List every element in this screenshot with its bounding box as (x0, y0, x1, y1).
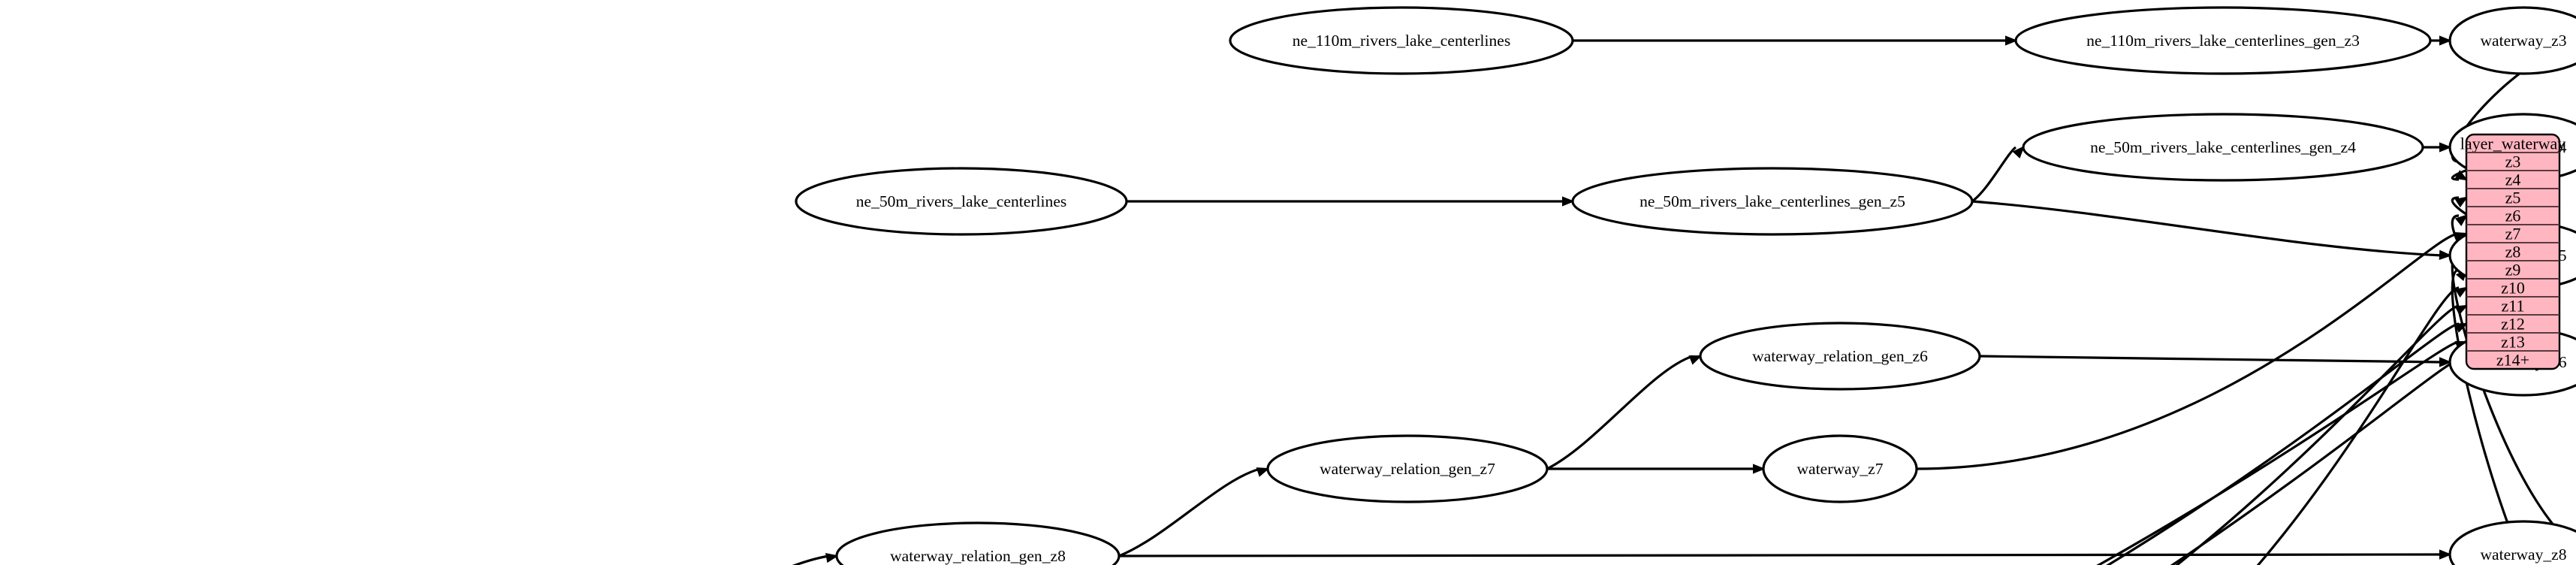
record-table-row-z14+: z14+ (2496, 351, 2529, 370)
record-table-row-z6: z6 (2505, 207, 2521, 225)
graph-node-waterway_relation_gen_z6[interactable]: waterway_relation_gen_z6 (1699, 322, 1981, 391)
edge-arrowhead-icon (2439, 549, 2452, 560)
edge-line (1546, 355, 1694, 470)
graph-edge (1546, 355, 1703, 470)
node-shape (2022, 113, 2424, 182)
graph-node-waterway_z3[interactable]: waterway_z3 (2448, 6, 2576, 75)
record-table-layer-waterway[interactable]: layer_waterwayz3z4z5z6z7z8z9z10z11z12z13… (2460, 133, 2565, 370)
edge-line (1118, 553, 2443, 557)
record-table-background (2465, 133, 2561, 370)
graph-node-ne_50m_rivers_lake_centerlines_gen_z4[interactable]: ne_50m_rivers_lake_centerlines_gen_z4 (2022, 113, 2424, 182)
edge-arrowhead-icon (2439, 142, 2452, 153)
graph-node-ne_50m_rivers_lake_centerlines[interactable]: ne_50m_rivers_lake_centerlines (795, 167, 1128, 236)
graph-edge (792, 553, 839, 565)
graph-edge (2175, 304, 2469, 565)
record-table-row-z13: z13 (2501, 333, 2525, 352)
edge-arrowhead-icon (2439, 35, 2452, 46)
record-table-row-z10: z10 (2501, 279, 2525, 298)
node-label: waterway_relation_gen_z8 (890, 547, 1066, 565)
graph-edge (1127, 196, 1575, 207)
node-shape (1762, 434, 1918, 503)
graph-edge (2256, 286, 2469, 565)
graph-edge (1547, 464, 1766, 474)
node-shape (835, 521, 1121, 565)
node-label: waterway_z3 (2480, 32, 2566, 50)
graph-node-waterway_z7[interactable]: waterway_z7 (1762, 434, 1918, 503)
graph-edge (2423, 142, 2452, 153)
node-shape (1699, 322, 1981, 391)
node-shape (2014, 6, 2432, 75)
node-shape (795, 167, 1128, 236)
edge-arrowhead-icon (2439, 357, 2452, 367)
graph-edge (2106, 322, 2469, 565)
graph-node-ne_110m_rivers_lake_centerlines[interactable]: ne_110m_rivers_lake_centerlines (1229, 6, 1574, 75)
record-table-row-z4: z4 (2505, 171, 2521, 189)
edge-arrowhead-icon (1256, 467, 1270, 477)
nodes-layer: imposm3osm_waterway_relationosm_waterway… (795, 6, 2576, 565)
edge-arrowhead-icon (2005, 35, 2018, 46)
node-label: waterway_z7 (1796, 460, 1883, 478)
graph-edge (1573, 35, 2018, 46)
edge-arrowhead-icon (825, 553, 839, 563)
graph-node-waterway_relation_gen_z8[interactable]: waterway_relation_gen_z8 (835, 521, 1121, 565)
edge-line (792, 554, 830, 565)
edge-line (2256, 286, 2460, 565)
graph-edge (1916, 232, 2469, 470)
edge-arrowhead-icon (2439, 249, 2452, 260)
graph-edge (1979, 355, 2452, 367)
edge-arrowhead-icon (2454, 196, 2469, 208)
graph-node-ne_110m_rivers_lake_centerlines_gen_z3[interactable]: ne_110m_rivers_lake_centerlines_gen_z3 (2014, 6, 2432, 75)
edge-line (1916, 232, 2460, 470)
edge-line (1971, 146, 2017, 203)
graph-edge (2430, 35, 2452, 46)
edge-line (1979, 355, 2443, 364)
node-shape (1229, 6, 1574, 75)
edge-line (2170, 358, 2460, 565)
node-label: waterway_relation_gen_z7 (1320, 460, 1495, 478)
record-table-header: layer_waterway (2460, 134, 2565, 153)
edge-arrowhead-icon (2454, 170, 2469, 181)
edge-arrowhead-icon (1562, 196, 1575, 207)
graph-node-waterway_z8[interactable]: waterway_z8 (2448, 520, 2576, 565)
record-table-row-z9: z9 (2505, 261, 2521, 279)
edge-line (1118, 467, 1261, 557)
edge-line (2106, 322, 2460, 565)
edge-arrowhead-icon (1688, 355, 1703, 365)
node-label: ne_110m_rivers_lake_centerlines_gen_z3 (2086, 32, 2360, 50)
graph-edge (1118, 549, 2452, 560)
node-shape (1266, 434, 1549, 503)
graph-node-waterway_relation_gen_z7[interactable]: waterway_relation_gen_z7 (1266, 434, 1549, 503)
record-table-row-z3: z3 (2505, 153, 2521, 171)
edge-line (1971, 200, 2443, 257)
node-shape (2448, 520, 2576, 565)
node-shape (2448, 6, 2576, 75)
graph-node-ne_50m_rivers_lake_centerlines_gen_z5[interactable]: ne_50m_rivers_lake_centerlines_gen_z5 (1571, 167, 1974, 236)
record-table-row-z12: z12 (2501, 315, 2525, 334)
edge-arrowhead-icon (2454, 214, 2469, 226)
node-label: ne_110m_rivers_lake_centerlines (1293, 32, 1511, 50)
record-table-row-z11: z11 (2502, 297, 2525, 316)
graph-edge (1971, 200, 2452, 260)
edge-arrowhead-icon (1753, 464, 1766, 474)
record-table-layer: layer_waterwayz3z4z5z6z7z8z9z10z11z12z13… (2460, 133, 2565, 370)
record-table-row-z5: z5 (2505, 189, 2521, 207)
node-shape (1571, 167, 1974, 236)
node-label: waterway_relation_gen_z6 (1752, 347, 1928, 365)
edge-line (2175, 304, 2460, 565)
edge-arrowhead-icon (2454, 304, 2469, 316)
edge-line (2096, 340, 2460, 565)
edge-arrowhead-icon (2012, 146, 2025, 159)
edge-arrowhead-icon (2454, 286, 2469, 298)
node-label: ne_50m_rivers_lake_centerlines_gen_z4 (2090, 138, 2356, 156)
record-table-row-z7: z7 (2505, 225, 2521, 243)
graph-edge (1118, 467, 1270, 557)
edge-arrowhead-icon (2454, 322, 2469, 333)
node-label: waterway_z8 (2480, 545, 2566, 563)
graph-edge (1971, 146, 2025, 203)
record-table-row-z8: z8 (2505, 243, 2521, 261)
edges-layer (792, 35, 2576, 565)
node-label: ne_50m_rivers_lake_centerlines_gen_z5 (1639, 192, 1905, 210)
node-label: ne_50m_rivers_lake_centerlines (856, 192, 1067, 210)
